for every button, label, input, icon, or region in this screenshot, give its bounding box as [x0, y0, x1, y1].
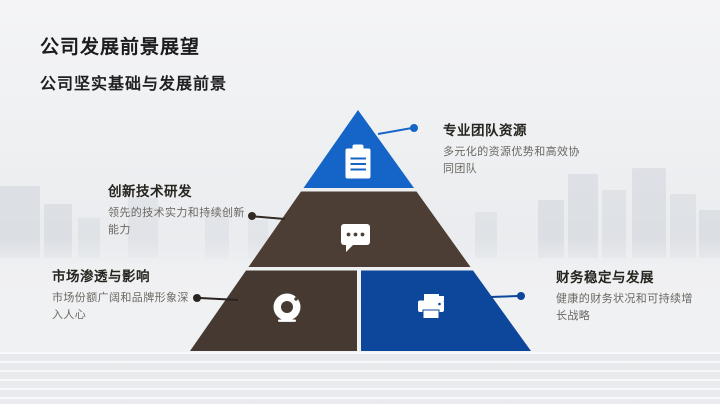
connector-dot	[248, 212, 256, 220]
chat-bubble-icon	[341, 224, 370, 252]
callout-market-influence: 市场渗透与影响 市场份额广阔和品牌形象深入人心	[52, 265, 194, 324]
page-subtitle: 公司坚实基础与发展前景	[40, 76, 228, 93]
callout-description: 多元化的资源优势和高效协同团队	[443, 146, 580, 175]
callout-heading: 创新技术研发	[108, 184, 192, 199]
background-reflection	[0, 352, 720, 404]
callout-description: 市场份额广阔和品牌形象深入人心	[52, 292, 189, 321]
clipboard-icon	[345, 144, 371, 179]
connector-dot	[517, 292, 525, 300]
connector-tech	[248, 212, 286, 220]
callout-description: 健康的财务状况和可持续增长战略	[556, 293, 693, 322]
page-title: 公司发展前景展望	[40, 37, 201, 58]
callout-heading: 市场渗透与影响	[52, 269, 150, 284]
pyramid-level-bottom-right	[361, 270, 531, 351]
printer-icon	[418, 294, 444, 319]
callout-heading: 专业团队资源	[443, 123, 527, 138]
connector-finance	[489, 292, 525, 300]
connector-market	[193, 294, 239, 302]
callout-tech-rnd: 创新技术研发 领先的技术实力和持续创新能力	[108, 180, 250, 239]
connector-dot	[193, 294, 201, 302]
callout-finance-stability: 财务稳定与发展 健康的财务状况和可持续增长战略	[556, 266, 698, 325]
connector-dot	[410, 124, 418, 132]
callout-heading: 财务稳定与发展	[556, 270, 654, 285]
webcam-icon	[273, 293, 301, 322]
pyramid-level-bottom-left	[190, 270, 357, 351]
callout-team-resources: 专业团队资源 多元化的资源优势和高效协同团队	[443, 119, 585, 178]
connector-team	[377, 124, 418, 135]
callout-description: 领先的技术实力和持续创新能力	[108, 207, 245, 236]
